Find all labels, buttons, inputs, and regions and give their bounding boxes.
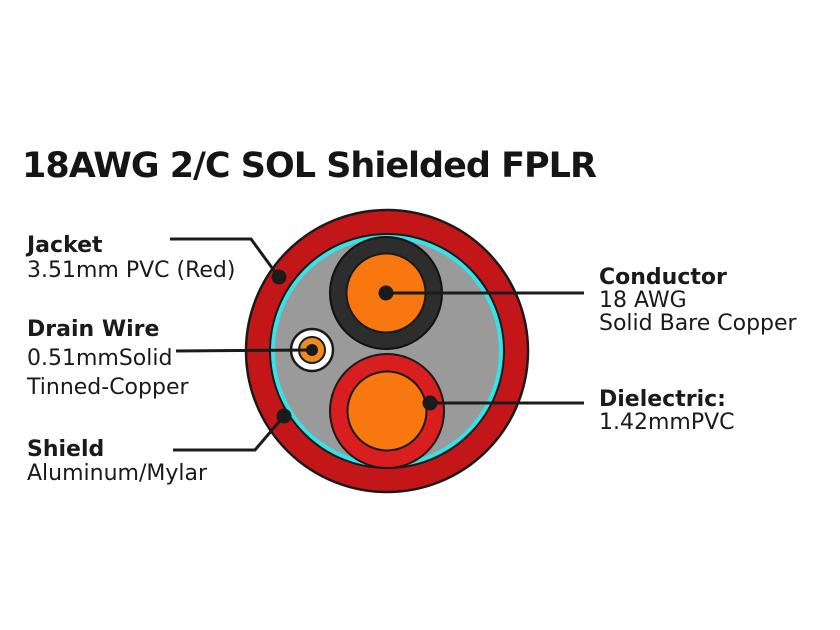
callout-dielectric: Dielectric: 1.42mmPVC [599,388,735,434]
callout-shield: Shield Aluminum/Mylar [27,438,207,486]
conductor-leader-dot [378,285,394,301]
dielectric-leader-dot [422,395,438,411]
jacket-leader-line [170,237,280,277]
callout-dielectric-heading: Dielectric: [599,387,726,412]
callout-shield-detail: Aluminum/Mylar [27,461,208,486]
jacket-leader-dot [271,269,287,285]
callout-jacket: Jacket 3.51mm PVC (Red) [27,233,235,283]
drain-wire-leader-dot [306,344,318,356]
callout-jacket-heading: Jacket [27,233,103,258]
callout-drain-wire: Drain Wire 0.51mmSolid Tinned-Copper [27,315,189,402]
shield-leader-dot [276,408,292,424]
callout-jacket-detail: 3.51mm PVC (Red) [27,258,236,283]
callout-conductor-detail-1: 18 AWG [599,288,687,313]
callout-drain-wire-heading: Drain Wire [27,317,160,342]
page-title: 18AWG 2/C SOL Shielded FPLR [22,146,597,186]
callout-dielectric-detail: 1.42mmPVC [599,410,735,435]
callout-shield-heading: Shield [27,437,105,462]
callout-conductor: Conductor 18 AWG Solid Bare Copper [599,266,797,335]
drain-wire-leader-line [175,348,313,353]
shield-leader-line [173,415,286,452]
callout-conductor-heading: Conductor [599,265,727,290]
callout-drain-wire-detail-1: 0.51mmSolid [27,346,173,371]
callout-conductor-detail-2: Solid Bare Copper [599,311,797,336]
callout-drain-wire-detail-2: Tinned-Copper [27,375,189,400]
dielectric-conductor-core [346,370,428,452]
